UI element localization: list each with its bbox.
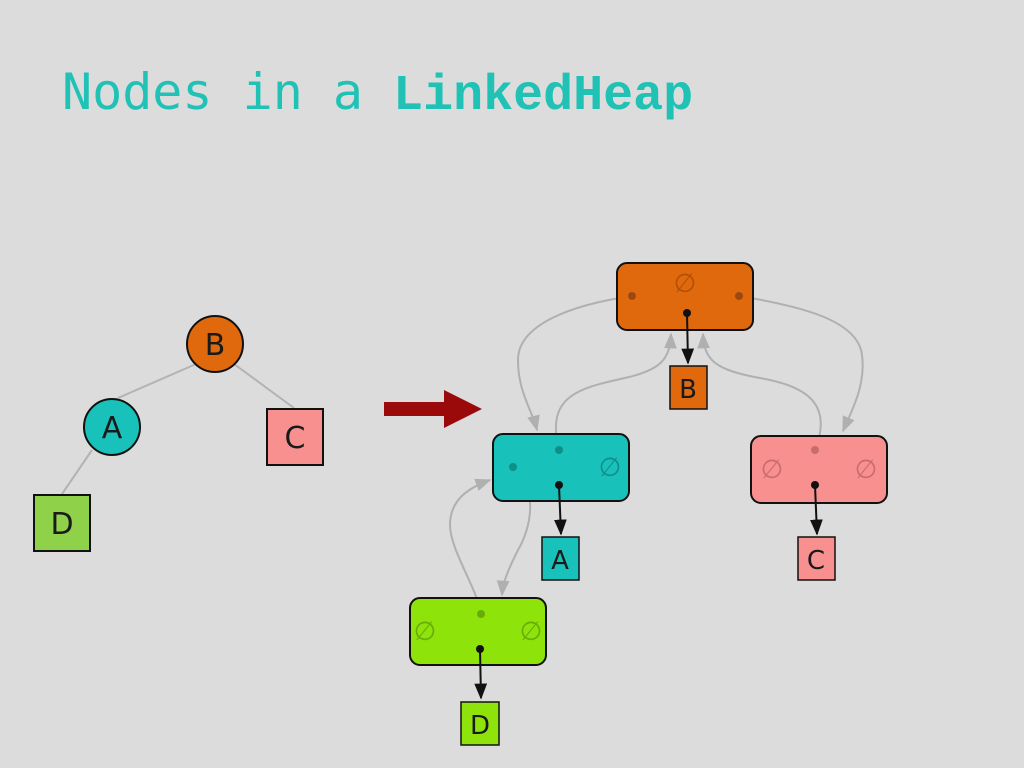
linked-node-b: ∅ — [616, 262, 754, 331]
null-right-a: ∅ — [599, 453, 622, 483]
slide-title: Nodes in a LinkedHeap — [62, 62, 693, 127]
tree-edge-b-a — [117, 363, 197, 399]
tree-node-a: A — [83, 398, 141, 456]
tree-node-a-label: A — [102, 411, 123, 446]
tree-edge-b-c — [233, 363, 295, 409]
linked-node-d: ∅ ∅ — [409, 597, 547, 666]
link-d-parent-to-a — [448, 478, 492, 615]
null-left-c: ∅ — [761, 455, 784, 485]
tree-node-c: C — [266, 408, 324, 466]
element-box-b: B — [669, 365, 708, 410]
title-prefix: Nodes in a — [62, 63, 394, 121]
element-box-c-label: C — [807, 546, 825, 576]
tree-node-b: B — [186, 315, 244, 373]
pointer-a — [554, 484, 567, 536]
element-box-a-label: A — [551, 546, 569, 576]
null-right-c: ∅ — [855, 455, 878, 485]
linked-node-c: ∅ ∅ — [750, 435, 888, 504]
element-box-c: C — [797, 536, 836, 581]
transform-arrow-icon — [384, 390, 482, 428]
null-left-d: ∅ — [414, 617, 437, 647]
element-box-d-label: D — [470, 711, 490, 741]
element-pointers — [474, 312, 823, 700]
tree-edge-a-d — [61, 449, 93, 495]
tree-node-b-label: B — [205, 328, 226, 363]
element-box-d: D — [460, 701, 500, 746]
tree-node-d: D — [33, 494, 91, 552]
tree: B A C D — [33, 315, 324, 552]
null-parent-b: ∅ — [674, 269, 697, 299]
title-code: LinkedHeap — [393, 68, 694, 125]
tree-node-d-label: D — [50, 507, 73, 542]
pointer-b — [681, 312, 695, 365]
element-box-b-label: B — [679, 375, 697, 405]
link-b-left-to-a — [516, 295, 633, 432]
pointer-d — [474, 648, 488, 700]
link-b-right-to-c — [738, 295, 864, 433]
linked-node-a: ∅ — [492, 433, 630, 502]
link-c-parent-to-b — [697, 332, 822, 451]
element-box-a: A — [541, 536, 580, 581]
null-right-d: ∅ — [520, 617, 543, 647]
pointer-c — [810, 484, 823, 536]
link-a-parent-to-b — [554, 332, 677, 451]
tree-node-c-label: C — [285, 421, 306, 456]
